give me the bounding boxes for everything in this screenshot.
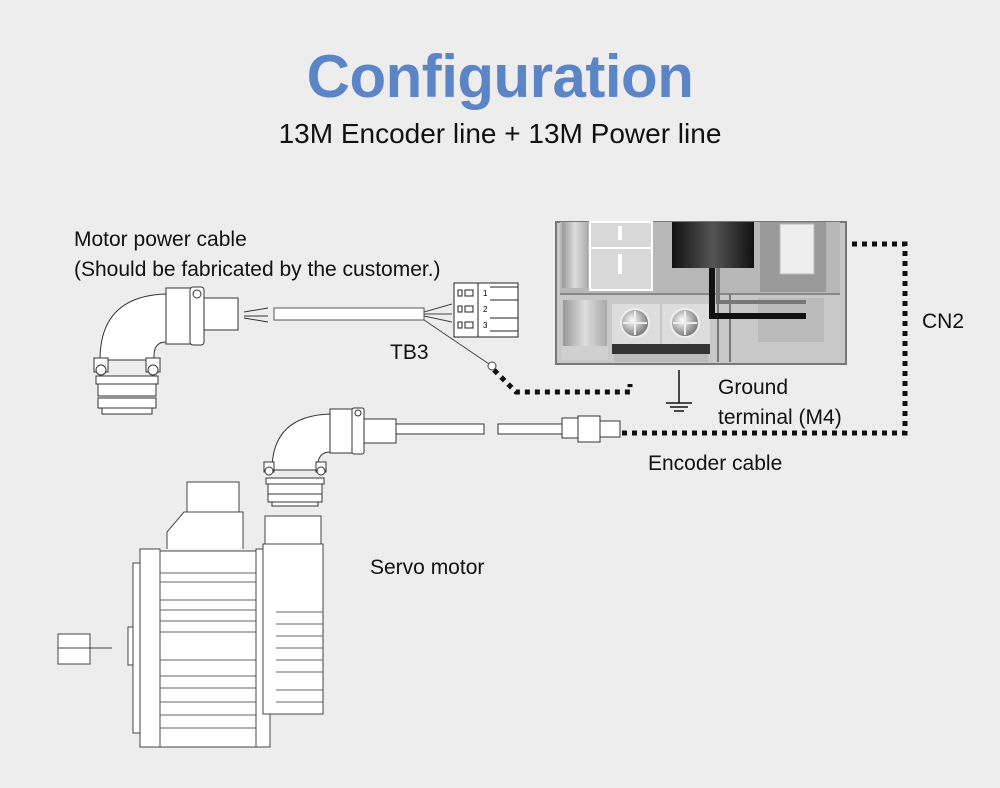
servo-motor-label: Servo motor (370, 556, 485, 579)
encoder-cable-label: Encoder cable (648, 452, 783, 475)
tb3-label: TB3 (390, 341, 429, 364)
tb3-pin-3: 3 (483, 321, 488, 330)
ground-terminal-label-line1: Ground (718, 376, 789, 399)
motor-power-cable-note: (Should be fabricated by the customer.) (74, 258, 441, 281)
motor-power-connector (93, 286, 269, 415)
encoder-connector (263, 407, 621, 507)
page-title: Configuration (306, 43, 694, 110)
cn2-label: CN2 (922, 310, 965, 333)
power-cable (273, 307, 425, 321)
motor-power-cable-label: Motor power cable (74, 228, 247, 251)
ground-terminal-label-line2: terminal (M4) (718, 406, 842, 429)
page-subtitle: 13M Encoder line + 13M Power line (278, 118, 722, 149)
tb3-pin-2: 2 (483, 305, 488, 314)
servo-motor (57, 481, 324, 748)
tb3-pin-1: 1 (483, 289, 488, 298)
servo-drive (555, 221, 847, 365)
cylinder-component (672, 222, 754, 268)
tb3-terminal-block: 1 2 3 (453, 282, 519, 338)
ground-icon (666, 370, 692, 412)
ground-wire-dotted (492, 368, 633, 395)
cn2-wire-dotted (622, 241, 908, 436)
